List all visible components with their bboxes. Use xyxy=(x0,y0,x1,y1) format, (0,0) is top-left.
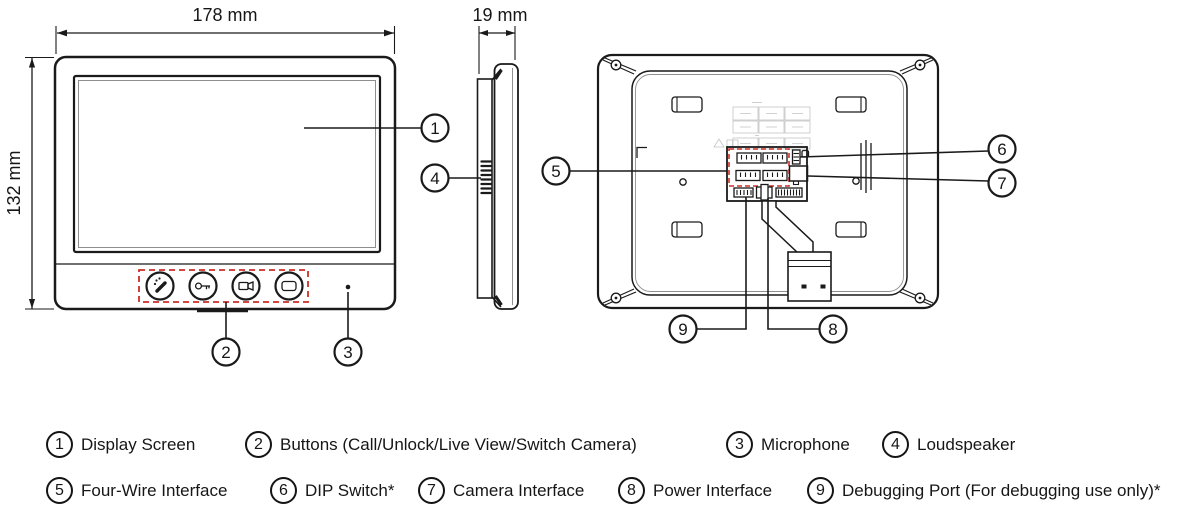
callout-4-number: 4 xyxy=(430,169,439,188)
back-view: 5 6 7 9 8 xyxy=(541,53,1017,344)
callout-7: 7 xyxy=(807,168,1017,198)
height-dimension-label: 132 mm xyxy=(4,150,24,215)
legend-label-4: Loudspeaker xyxy=(917,434,1016,454)
legend-label-8: Power Interface xyxy=(653,480,773,500)
depth-dimension-label: 19 mm xyxy=(472,5,527,25)
unlock-button xyxy=(188,271,218,301)
video-camera-icon xyxy=(238,281,254,291)
callout-1: 1 xyxy=(304,113,450,143)
side-front-slab xyxy=(476,78,493,299)
depth-dimension: 19 mm xyxy=(472,5,528,74)
callout-8: 8 xyxy=(767,198,848,344)
height-dimension: 132 mm xyxy=(4,56,54,310)
camera-interface xyxy=(788,165,809,186)
connector-block xyxy=(726,146,810,202)
power-interface xyxy=(755,183,773,201)
callout-7-number: 7 xyxy=(997,174,1006,193)
call-icon xyxy=(153,277,167,293)
legend-item-4: 4 Loudspeaker xyxy=(882,431,1015,458)
legend-label-6: DIP Switch* xyxy=(305,480,395,500)
four-wire-connector xyxy=(736,152,762,164)
four-wire-connector xyxy=(762,152,788,164)
legend-item-8: 8 Power Interface xyxy=(618,477,772,504)
four-wire-interface xyxy=(728,148,790,187)
legend-num-2: 2 xyxy=(245,431,272,458)
legend-num-7: 7 xyxy=(418,477,445,504)
call-button xyxy=(145,271,175,301)
callout-5-number: 5 xyxy=(551,162,560,181)
live-view-button xyxy=(231,271,261,301)
callout-2-number: 2 xyxy=(221,343,230,362)
mounting-slots xyxy=(671,96,867,238)
terminal-comb xyxy=(775,187,803,198)
warning-icon xyxy=(713,138,725,148)
display-icon xyxy=(281,280,297,292)
power-cable xyxy=(761,200,832,302)
legend-label-7: Camera Interface xyxy=(453,480,585,500)
legend-item-1: 1 Display Screen xyxy=(46,431,195,458)
callout-3: 3 xyxy=(333,292,363,367)
front-view: 178 mm 132 mm xyxy=(4,5,450,367)
callout-5: 5 xyxy=(541,156,727,186)
callout-1-number: 1 xyxy=(430,119,439,138)
legend-num-8: 8 xyxy=(618,477,645,504)
legend-item-5: 5 Four-Wire Interface xyxy=(46,477,227,504)
back-hole-left xyxy=(679,178,687,186)
legend-num-4: 4 xyxy=(882,431,909,458)
legend-item-3: 3 Microphone xyxy=(726,431,850,458)
legend-item-7: 7 Camera Interface xyxy=(418,477,584,504)
legend-label-1: Display Screen xyxy=(81,434,196,454)
switch-camera-button xyxy=(274,271,304,301)
legend-num-3: 3 xyxy=(726,431,753,458)
speaker-grille-back xyxy=(860,140,872,193)
side-back-housing xyxy=(493,63,519,310)
corner-screws xyxy=(610,59,926,304)
legend-num-5: 5 xyxy=(46,477,73,504)
callout-6-number: 6 xyxy=(997,140,1006,159)
legend-item-9: 9 Debugging Port (For debugging use only… xyxy=(807,477,1160,504)
width-dimension: 178 mm xyxy=(55,5,396,54)
callout-9: 9 xyxy=(668,197,747,344)
callout-8-number: 8 xyxy=(828,320,837,339)
front-housing xyxy=(53,55,397,311)
legend-label-5: Four-Wire Interface xyxy=(81,480,228,500)
side-view: 19 mm 4 xyxy=(420,5,528,310)
back-hole-right xyxy=(852,177,860,185)
display-screen-inner-edge xyxy=(78,80,376,248)
callout-9-number: 9 xyxy=(678,320,687,339)
key-icon xyxy=(194,282,210,290)
callout-2: 2 xyxy=(211,302,241,367)
legend-item-2: 2 Buttons (Call/Unlock/Live View/Switch … xyxy=(245,431,637,458)
callout-3-number: 3 xyxy=(343,343,352,362)
callout-4: 4 xyxy=(420,163,481,193)
width-dimension-label: 178 mm xyxy=(192,5,257,25)
power-plug xyxy=(787,251,832,302)
legend-num-9: 9 xyxy=(807,477,834,504)
legend-num-6: 6 xyxy=(270,477,297,504)
legend-label-2: Buttons (Call/Unlock/Live View/Switch Ca… xyxy=(280,434,637,454)
debugging-port xyxy=(733,187,754,198)
four-wire-connector xyxy=(735,169,761,182)
dip-switch xyxy=(791,149,801,165)
legend-label-3: Microphone xyxy=(761,434,850,454)
alignment-mark xyxy=(636,146,647,158)
device-diagram: 178 mm 132 mm xyxy=(4,5,1017,367)
wiring-label xyxy=(713,102,811,150)
four-wire-connector xyxy=(762,169,788,182)
back-inner-face xyxy=(631,70,908,296)
callout-6: 6 xyxy=(799,134,1017,164)
display-screen xyxy=(72,74,382,254)
buttons-highlight-box xyxy=(138,269,309,303)
legend-item-6: 6 DIP Switch* xyxy=(270,477,394,504)
legend-label-9: Debugging Port (For debugging use only)* xyxy=(842,480,1161,500)
microphone-hole xyxy=(345,284,351,290)
legend-num-1: 1 xyxy=(46,431,73,458)
back-inner-face-edge xyxy=(635,74,904,292)
loudspeaker-grille xyxy=(480,160,492,195)
